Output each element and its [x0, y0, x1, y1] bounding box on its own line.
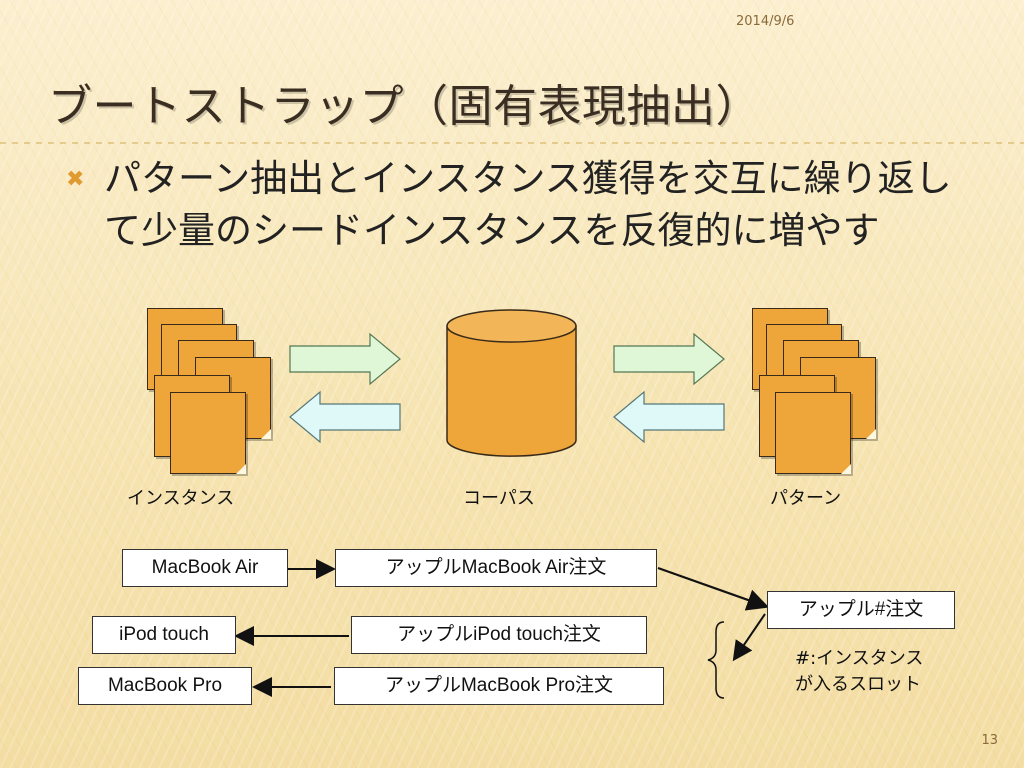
extracted-ipod-touch-box: iPod touch — [92, 616, 236, 654]
title-divider — [0, 142, 1024, 144]
extracted-macbook-pro-box: MacBook Pro — [78, 667, 252, 705]
page-number: 13 — [981, 733, 998, 748]
instance-label: インスタンス — [127, 488, 235, 509]
slot-note-line-2: が入るスロット — [795, 674, 921, 695]
bullet-x-icon: ✖ — [66, 167, 85, 192]
doc-icon — [170, 392, 246, 474]
seed-macbook-air-box: MacBook Air — [122, 549, 288, 587]
arrow-right-icon — [613, 332, 725, 386]
brace-icon — [707, 621, 725, 699]
arrow-left-icon — [289, 390, 401, 444]
connector-arrow — [732, 613, 766, 662]
slide-date: 2014/9/6 — [736, 14, 795, 29]
slot-note-line-1: #:インスタンス — [795, 648, 924, 669]
context-macbook-air-box: アップルMacBook Air注文 — [335, 549, 657, 587]
arrow-right-icon — [289, 332, 401, 386]
arrow-left-icon — [613, 390, 725, 444]
context-macbook-pro-box: アップルMacBook Pro注文 — [334, 667, 664, 705]
corpus-label: コーパス — [463, 488, 535, 509]
bullet-text: パターン抽出とインスタンス獲得を交互に繰り返して少量のシードインスタンスを反復的… — [104, 157, 952, 252]
slot-note: #:インスタンス が入るスロット — [795, 646, 923, 698]
corpus-cylinder-icon — [446, 309, 577, 457]
context-ipod-touch-box: アップルiPod touch注文 — [351, 616, 647, 654]
slide-title: ブートストラップ（固有表現抽出） — [48, 81, 760, 132]
pattern-box: アップル#注文 — [767, 591, 955, 629]
connector-arrow — [657, 566, 770, 611]
doc-icon — [775, 392, 851, 474]
pattern-label: パターン — [770, 488, 842, 509]
